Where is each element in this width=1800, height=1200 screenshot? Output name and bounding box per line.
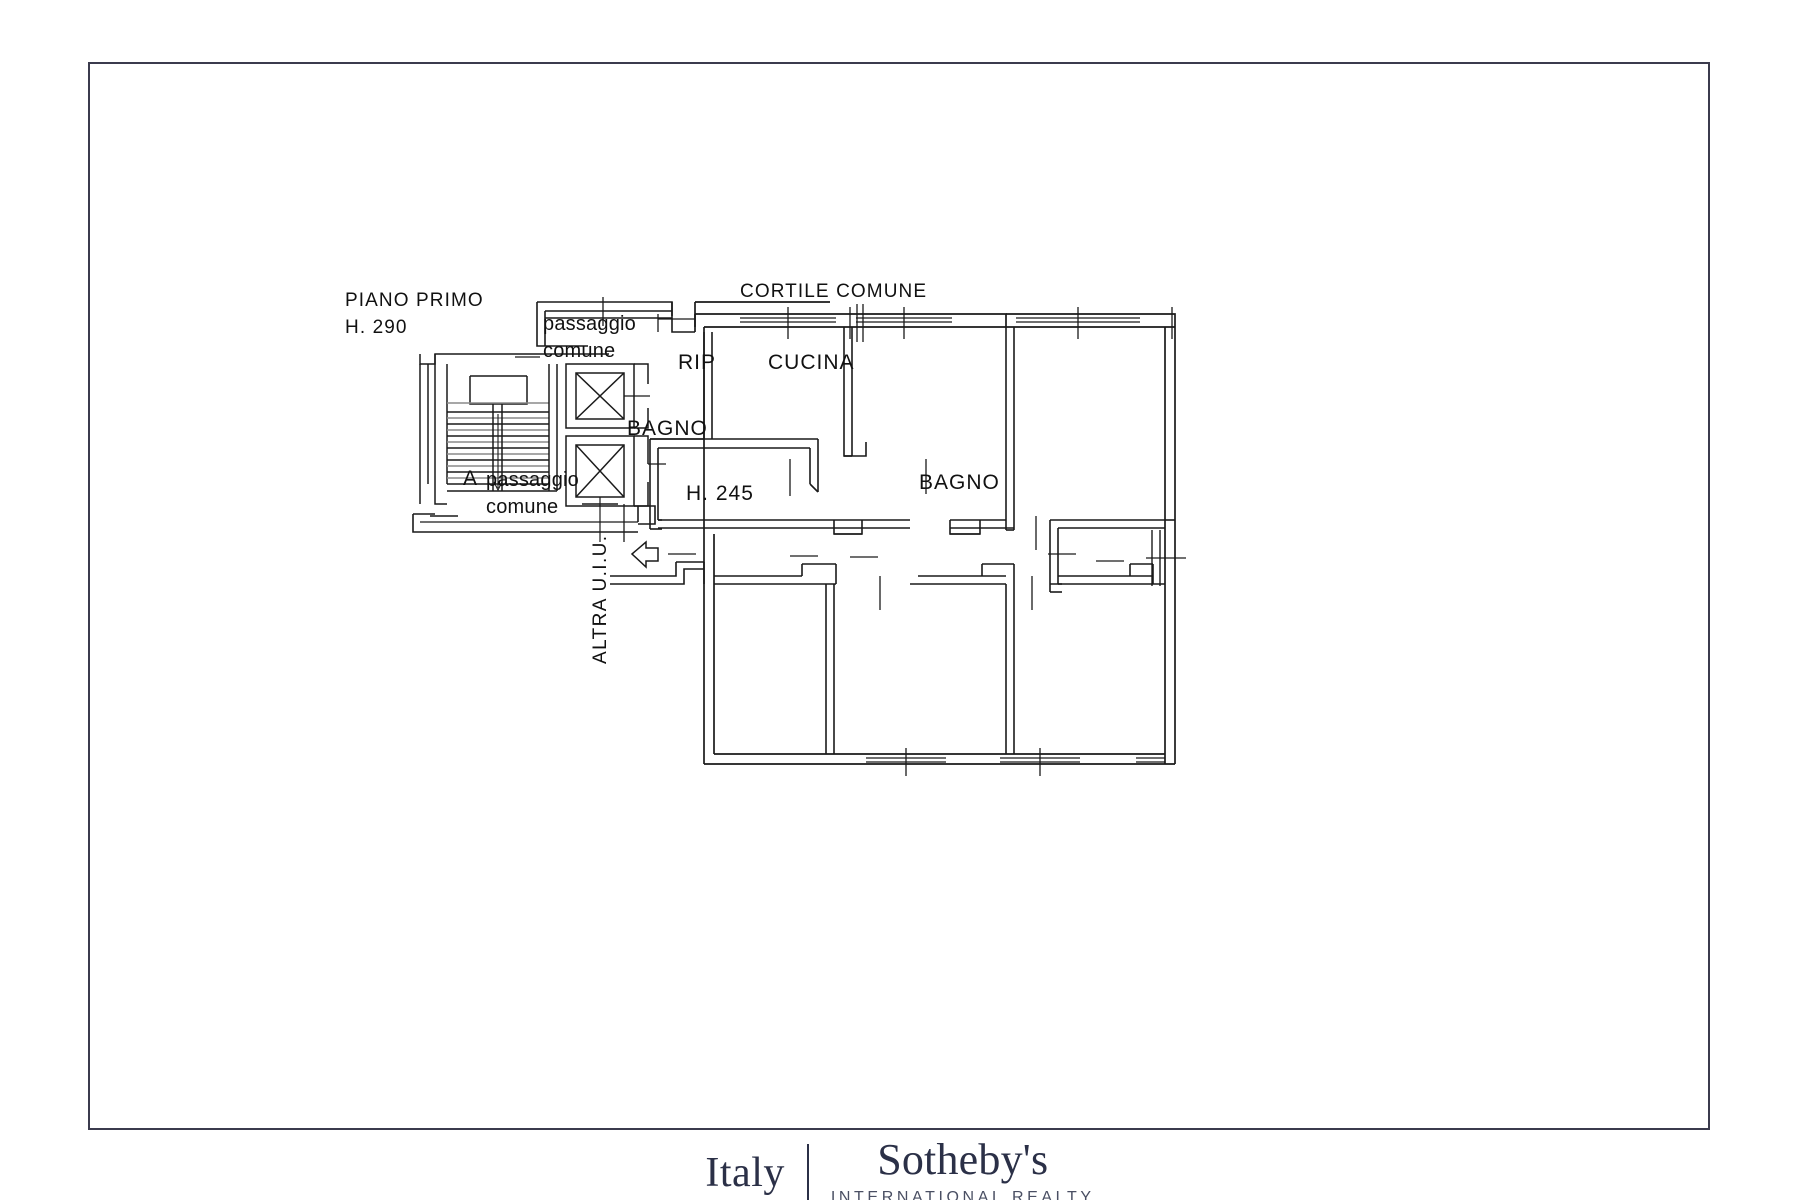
lower-section-walls	[714, 563, 1165, 754]
bagno-right-door	[1146, 530, 1186, 586]
label-passaggio-comune-top-line1: passaggio	[543, 313, 636, 335]
label-room-bagno-right: BAGNO	[919, 471, 1000, 494]
label-cortile-comune: CORTILE COMUNE	[740, 281, 928, 302]
label-passaggio-comune-bottom-line2: comune	[486, 496, 559, 518]
top-wall-windows	[740, 307, 1173, 339]
label-passaggio-comune-bottom-line1: passaggio	[486, 469, 579, 491]
plan-title-height: H. 290	[345, 317, 408, 338]
label-passaggio-comune-top-line2: comune	[543, 340, 616, 362]
cucina-partition-right	[949, 327, 1015, 535]
label-room-cucina: CUCINA	[768, 351, 855, 374]
brand-divider	[806, 1143, 809, 1200]
label-room-bagno-left: BAGNO	[627, 417, 708, 440]
brand-sothebys-text: Sotheby's	[877, 1135, 1049, 1184]
plan-title-floor: PIANO PRIMO	[345, 290, 484, 311]
bottom-wall-windows	[866, 748, 1165, 776]
label-room-rip: RIP	[678, 351, 717, 374]
corridor-lower-wall	[610, 561, 705, 585]
brand-italy-text: Italy	[705, 1149, 785, 1196]
bagno-right-room	[1049, 519, 1175, 593]
apartment-outer-walls	[657, 301, 1176, 765]
label-height-245: H. 245	[686, 482, 754, 505]
document-frame: PIANO PRIMO H. 290 CORTILE COMUNE passag…	[88, 62, 1710, 1130]
rip-cucina-partition	[843, 304, 867, 457]
footer-brand-logo: Italy Sotheby's INTERNATIONAL REALTY	[0, 1138, 1800, 1200]
floor-plan-drawing	[412, 297, 1186, 776]
entrance-marker	[630, 540, 696, 569]
brand-international-realty-text: INTERNATIONAL REALTY	[830, 1189, 1095, 1200]
label-altra-uiu: ALTRA U.I.U.	[590, 534, 611, 664]
label-stair-marker-a: A	[463, 467, 479, 490]
corridor-upper-wall	[658, 519, 910, 535]
